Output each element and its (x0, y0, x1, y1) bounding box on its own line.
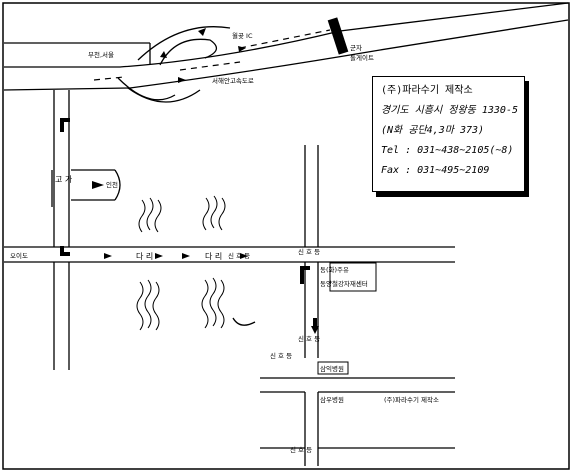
label-incheon-arrow: 인천 (106, 180, 118, 189)
label-sinho-top: 신 호 등 (270, 351, 292, 360)
label-goemdo-sub: 톨게이트 (350, 53, 374, 62)
label-bridge-1: 다 리 (136, 252, 153, 261)
company-address-detail: (N화 공단4,3마 373) (381, 125, 485, 136)
label-sinho-1: 신 호 등 (228, 251, 250, 260)
label-goemdo: 군자 (350, 43, 362, 52)
company-address: 경기도 시흥시 정왕동 1330-5 (381, 105, 518, 116)
river-waves (136, 195, 226, 331)
label-sinho-2: 신 호 등 (298, 247, 320, 256)
company-name: (주)파라수기 제작소 (381, 85, 473, 96)
map-labels: 부천,서울 월곶 IC 서해안고속도로 군자 톨게이트 오이도 인천 다 리 다… (10, 31, 439, 454)
label-sinho-mid: 신 호 등 (298, 334, 320, 343)
label-sinho-bot: 신 호 등 (290, 445, 312, 454)
label-wolgot-ic: 월곶 IC (232, 31, 253, 40)
tollgate-marker (327, 17, 349, 55)
vertical-label: 고 가 (55, 175, 73, 184)
label-bldg-2: 동양철강자재센터 (320, 279, 368, 288)
company-info-box: (주)파라수기 제작소 경기도 시흥시 정왕동 1330-5 (N화 공단4,3… (372, 76, 525, 192)
ramp-dashes (93, 29, 331, 81)
building-box (329, 262, 377, 292)
label-siheung-highway: 서해안고속도로 (212, 76, 254, 85)
label-bldg-3: 삼익병원 (320, 364, 344, 373)
label-bldg-4: 삼우병원 (320, 395, 344, 404)
company-tel: Tel : 031~438~2105(~8) (381, 145, 514, 156)
label-bridge-2: 다 리 (205, 252, 222, 261)
map-border (2, 2, 570, 470)
label-bldg-1: 동(화)주유 (320, 266, 349, 274)
company-fax: Fax : 031~495~2109 (381, 165, 490, 176)
route-arrows (60, 28, 319, 334)
label-vertical-road: 고 가 (55, 175, 73, 184)
label-bucheon-seoul: 부천,서울 (88, 50, 114, 59)
building-box-2 (317, 361, 349, 375)
label-orido: 오이도 (10, 251, 28, 260)
label-bldg-5: (주)파라수기 제작소 (384, 395, 439, 404)
road-lines (3, 2, 569, 466)
